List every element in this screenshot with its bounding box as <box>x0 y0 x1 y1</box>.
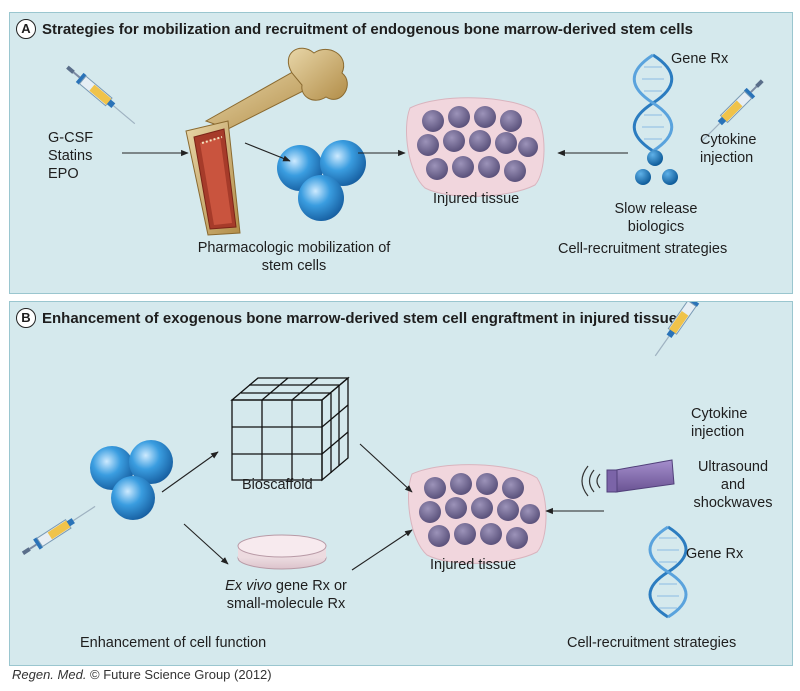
dna-icon-b <box>648 525 688 619</box>
panel-b-title: B Enhancement of exogenous bone marrow-d… <box>16 308 677 328</box>
footer-copyright: © Future Science Group (2012) <box>86 667 272 682</box>
mobilization-caption-line2: stem cells <box>261 258 327 274</box>
slow-release-label: Slow release biologics <box>576 200 736 236</box>
cytokine-syringe-icon <box>701 79 764 142</box>
slow-release-spheres <box>635 150 678 185</box>
cytokine-line2: injection <box>700 150 754 166</box>
syringe-icon-b <box>21 505 96 555</box>
drug-gcsf: G-CSF <box>48 130 94 146</box>
gene-rx-label-b: Gene Rx <box>686 546 744 562</box>
cytokine-syringe-icon-b <box>654 302 700 357</box>
stem-cells-cluster <box>277 140 366 221</box>
cytokine-line1: Cytokine <box>700 132 757 148</box>
panel-a-graphics <box>66 47 764 236</box>
injured-tissue-icon <box>405 97 545 197</box>
cytokine-b-line2: injection <box>691 424 745 440</box>
ex-vivo-line1: Ex vivo gene Rx or <box>196 577 376 595</box>
slow-release-line1: Slow release <box>614 201 698 217</box>
cell-function-label: Enhancement of cell function <box>80 635 267 651</box>
ultrasound-probe-icon <box>581 459 675 497</box>
stem-cells-cluster-b <box>90 440 173 520</box>
drug-list: G-CSF Statins EPO <box>48 129 93 183</box>
arrow-dish-to-tissue <box>351 529 413 571</box>
ex-vivo-label: Ex vivo gene Rx or small-molecule Rx <box>196 577 376 613</box>
slow-release-line2: biologics <box>627 219 685 235</box>
injured-tissue-label-a: Injured tissue <box>433 191 520 207</box>
cytokine-label-b: Cytokine injection <box>691 405 747 441</box>
gene-rx-label-a: Gene Rx <box>671 51 729 67</box>
petri-dish-icon <box>237 534 327 570</box>
drug-statins: Statins <box>48 148 93 164</box>
recruitment-label-a: Cell-recruitment strategies <box>558 241 728 257</box>
ultrasound-label: Ultrasound and shockwaves <box>678 458 788 512</box>
footer-journal: Regen. Med. <box>12 667 87 682</box>
cytokine-label-a: Cytokine injection <box>700 131 756 167</box>
panel-b-letter: B <box>16 308 36 328</box>
injured-tissue-icon-b <box>407 464 547 564</box>
recruitment-label-b: Cell-recruitment strategies <box>567 635 737 651</box>
ex-vivo-italic: Ex vivo <box>225 578 272 594</box>
panel-a-heading: Strategies for mobilization and recruitm… <box>42 20 693 38</box>
arrow-cells-to-scaffold <box>161 451 219 493</box>
drug-epo: EPO <box>48 166 79 182</box>
ex-vivo-line2: small-molecule Rx <box>226 596 346 612</box>
injured-tissue-label-b: Injured tissue <box>430 557 517 573</box>
syringe-icon <box>66 65 136 125</box>
bone-marrow-icon <box>185 47 348 236</box>
mobilization-caption-line1: Pharmacologic mobilization of <box>197 240 391 256</box>
panel-b: B Enhancement of exogenous bone marrow-d… <box>9 301 793 666</box>
ultrasound-line2: and <box>720 477 746 493</box>
arrow-cells-to-dish <box>183 523 229 565</box>
cytokine-b-line1: Cytokine <box>691 406 748 422</box>
arrow-scaffold-to-tissue <box>359 443 413 493</box>
bioscaffold-icon <box>230 376 350 482</box>
dna-icon <box>632 53 674 153</box>
panel-b-heading: Enhancement of exogenous bone marrow-der… <box>42 309 678 327</box>
footer-citation: Regen. Med. © Future Science Group (2012… <box>12 667 272 682</box>
ultrasound-line3: shockwaves <box>693 495 773 511</box>
panel-a-letter: A <box>16 19 36 39</box>
bioscaffold-label: Bioscaffold <box>242 477 313 493</box>
panel-a-title: A Strategies for mobilization and recrui… <box>16 19 693 39</box>
arrow-bone-to-cells <box>244 142 291 162</box>
ultrasound-line1: Ultrasound <box>697 459 769 475</box>
panel-b-graphics <box>21 302 700 619</box>
panel-a: A Strategies for mobilization and recrui… <box>9 12 793 294</box>
ex-vivo-rest: gene Rx or <box>271 578 347 594</box>
mobilization-caption: Pharmacologic mobilization of stem cells <box>194 239 394 275</box>
